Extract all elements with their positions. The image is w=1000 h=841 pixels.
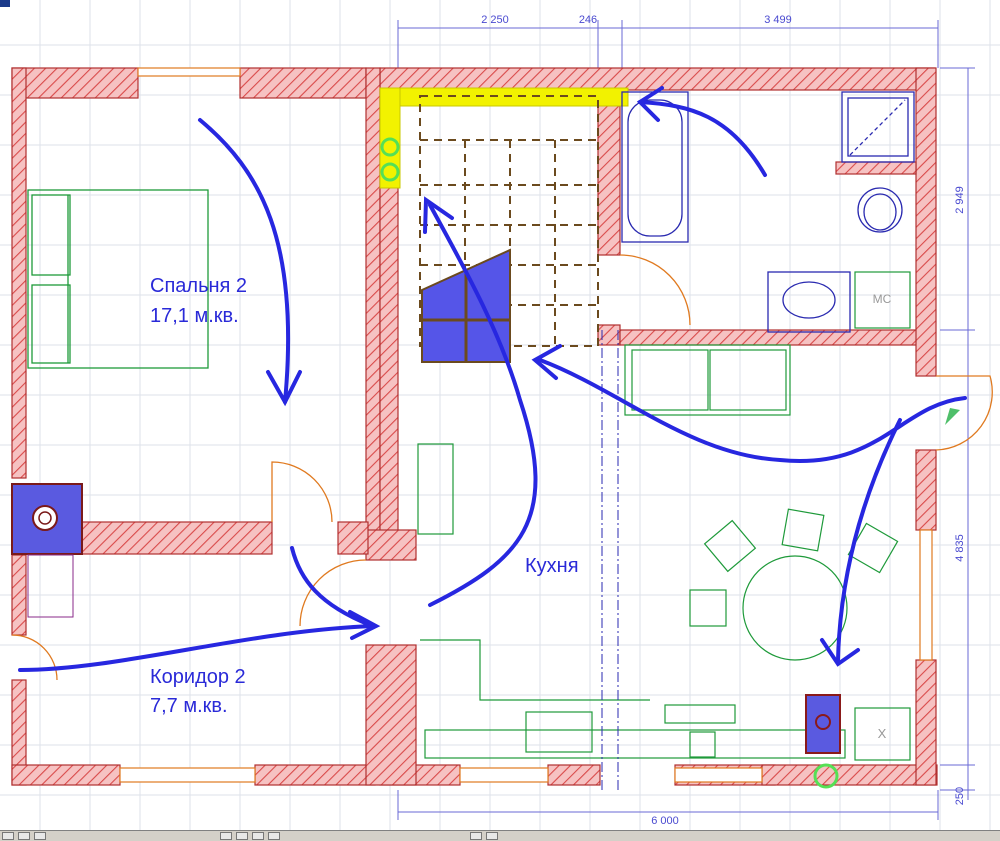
toolbar-button[interactable] (236, 832, 248, 840)
dim-right-upper: 2 949 (954, 186, 966, 214)
corridor-name: Коридор 2 (150, 666, 246, 688)
toolbar-button[interactable] (268, 832, 280, 840)
dim-top-mid: 246 (579, 14, 597, 26)
dim-top-left: 2 250 (481, 14, 509, 26)
flow-arrows (18, 86, 967, 672)
wc-label: МС (873, 292, 892, 306)
toolbar-button[interactable] (2, 832, 14, 840)
corridor-area: 7,7 м.кв. (150, 695, 228, 717)
washbasin (767, 271, 851, 333)
utility-markers (380, 137, 839, 789)
stove-label: Х (878, 726, 887, 741)
highlighted-wall (379, 87, 629, 189)
kitchen-cabinets (417, 443, 911, 761)
toolbar-button[interactable] (486, 832, 498, 840)
window-corner-icon (0, 0, 10, 7)
dim-top-right: 3 499 (764, 14, 792, 26)
entry-marker-icon (945, 408, 960, 425)
wc-cabinet (854, 271, 911, 329)
bedroom-area: 17,1 м.кв. (150, 305, 239, 327)
cabinet-outline (27, 554, 74, 618)
bedroom-name: Спальня 2 (150, 275, 247, 297)
section-line (601, 330, 619, 790)
staircase-lower-flight (421, 248, 511, 363)
dim-right-bottom: 250 (954, 787, 966, 805)
window-openings (119, 67, 933, 783)
shower-cabin (841, 91, 915, 163)
toolbar-button[interactable] (252, 832, 264, 840)
sofa (624, 344, 791, 416)
toilet (857, 187, 903, 233)
toolbar-strip (0, 830, 1000, 841)
dim-bottom: 6 000 (651, 815, 679, 827)
fireplace-block (11, 483, 83, 555)
double-bed (27, 189, 209, 369)
dining-table (689, 508, 899, 661)
door-swings (11, 254, 993, 681)
toolbar-button[interactable] (34, 832, 46, 840)
kitchen-name: Кухня (525, 555, 579, 577)
vent-block (805, 694, 841, 754)
toolbar-button[interactable] (220, 832, 232, 840)
toolbar-button[interactable] (470, 832, 482, 840)
dimension-lines (397, 20, 975, 820)
dim-right-lower: 4 835 (954, 534, 966, 562)
toolbar-button[interactable] (18, 832, 30, 840)
